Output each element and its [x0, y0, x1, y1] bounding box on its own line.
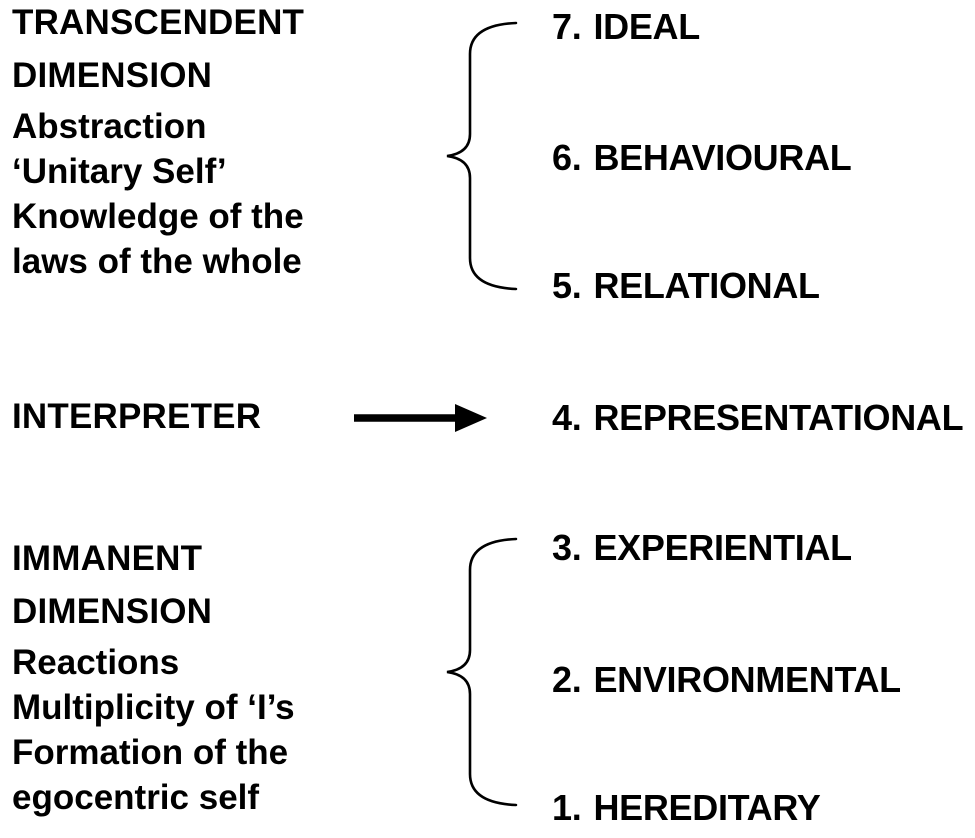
level-label: IDEAL: [593, 6, 700, 48]
level-label: REPRESENTATIONAL: [593, 397, 964, 439]
level-2-environmental: 2. ENVIRONMENTAL: [552, 660, 901, 700]
level-number: 1.: [552, 787, 582, 829]
level-number: 5.: [552, 265, 582, 307]
bottom-brace-icon: [443, 536, 519, 808]
transcendent-description-line-3: Knowledge of the: [12, 197, 304, 236]
right-arrow-icon: [350, 400, 490, 436]
level-label: EXPERIENTIAL: [593, 527, 852, 569]
transcendent-description-line-2: ‘Unitary Self’: [12, 152, 227, 191]
transcendent-heading-line-1: TRANSCENDENT: [12, 3, 305, 42]
level-number: 6.: [552, 137, 582, 179]
immanent-heading-line-1: IMMANENT: [12, 539, 203, 578]
transcendent-description: Abstraction ‘Unitary Self’ Knowledge of …: [12, 104, 304, 284]
level-label: BEHAVIOURAL: [593, 137, 852, 179]
level-7-ideal: 7. IDEAL: [552, 7, 700, 47]
level-number: 2.: [552, 659, 582, 701]
immanent-dimension-block: IMMANENT DIMENSION Reactions Multiplicit…: [12, 532, 295, 820]
level-6-behavioural: 6. BEHAVIOURAL: [552, 137, 852, 179]
level-1-hereditary: 1. HEREDITARY: [552, 787, 821, 829]
transcendent-dimension-block: TRANSCENDENT DIMENSION Abstraction ‘Unit…: [12, 0, 304, 284]
level-label: RELATIONAL: [593, 265, 820, 307]
level-number: 3.: [552, 527, 582, 569]
immanent-description: Reactions Multiplicity of ‘I’s Formation…: [12, 640, 295, 820]
immanent-description-line-3: Formation of the: [12, 733, 289, 772]
level-label: HEREDITARY: [593, 787, 821, 829]
level-label: ENVIRONMENTAL: [593, 659, 901, 701]
transcendent-description-line-4: laws of the whole: [12, 242, 302, 281]
transcendent-description-line-1: Abstraction: [12, 107, 207, 146]
level-5-relational: 5. RELATIONAL: [552, 266, 820, 306]
interpreter-label: INTERPRETER: [12, 397, 262, 436]
transcendent-heading-line-2: DIMENSION: [12, 56, 213, 95]
immanent-description-line-1: Reactions: [12, 643, 180, 682]
level-number: 4.: [552, 397, 582, 439]
level-number: 7.: [552, 6, 582, 48]
top-brace-icon: [443, 20, 519, 292]
immanent-heading-line-2: DIMENSION: [12, 592, 213, 631]
level-3-experiential: 3. EXPERIENTIAL: [552, 528, 852, 568]
immanent-description-line-2: Multiplicity of ‘I’s: [12, 688, 295, 727]
immanent-description-line-4: egocentric self: [12, 778, 260, 817]
immanent-heading: IMMANENT DIMENSION: [12, 532, 295, 638]
level-4-representational: 4. REPRESENTATIONAL: [552, 397, 964, 439]
transcendent-heading: TRANSCENDENT DIMENSION: [12, 0, 304, 102]
